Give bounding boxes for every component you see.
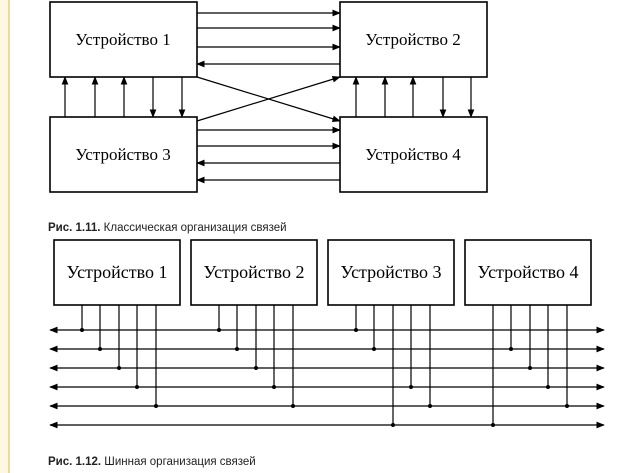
- device-label-4: Устройство 4: [365, 145, 461, 164]
- device-box-4: [339, 116, 488, 193]
- figure-classic: Устройство 1 Устройство 2 Устройство 3 У…: [49, 1, 488, 193]
- bus-device-box-3: [327, 239, 455, 306]
- device-label-3: Устройство 3: [75, 145, 170, 164]
- figure-1-caption-number: Рис. 1.11.: [48, 222, 101, 234]
- device-box-3: [49, 116, 198, 193]
- device-label-1: Устройство 1: [75, 30, 170, 49]
- figure-1-caption-text: Классическая организация связей: [100, 222, 287, 234]
- page-gutter: [0, 0, 8, 473]
- figure-bus: Устройство 1 Устройство 2 Устройство 3 У…: [49, 239, 605, 429]
- figure-2-caption: Рис. 1.12. Шинная организация связей: [48, 456, 256, 468]
- bus-device-label-2: Устройство 2: [203, 262, 304, 282]
- device-3-taps: [354, 305, 432, 427]
- device-1-taps: [80, 305, 158, 408]
- device-4-taps: [491, 305, 569, 427]
- figure-2-caption-number: Рис. 1.12.: [48, 456, 102, 468]
- bus-device-box-2: [190, 239, 318, 306]
- bus-device-box-4: [464, 239, 592, 306]
- bus-device-label-4: Устройство 4: [477, 262, 578, 282]
- bus-device-label-1: Устройство 1: [66, 262, 167, 282]
- device-label-2: Устройство 2: [365, 30, 460, 49]
- bus-device-label-3: Устройство 3: [340, 262, 441, 282]
- device-box-1: [49, 1, 198, 78]
- figure-2-caption-text: Шинная организация связей: [101, 456, 256, 468]
- device-2-taps: [217, 305, 295, 408]
- figure-1-caption: Рис. 1.11. Классическая организация связ…: [48, 222, 287, 234]
- bus-device-box-1: [53, 239, 181, 306]
- device-box-2: [339, 1, 488, 78]
- page-gutter-line: [8, 0, 10, 473]
